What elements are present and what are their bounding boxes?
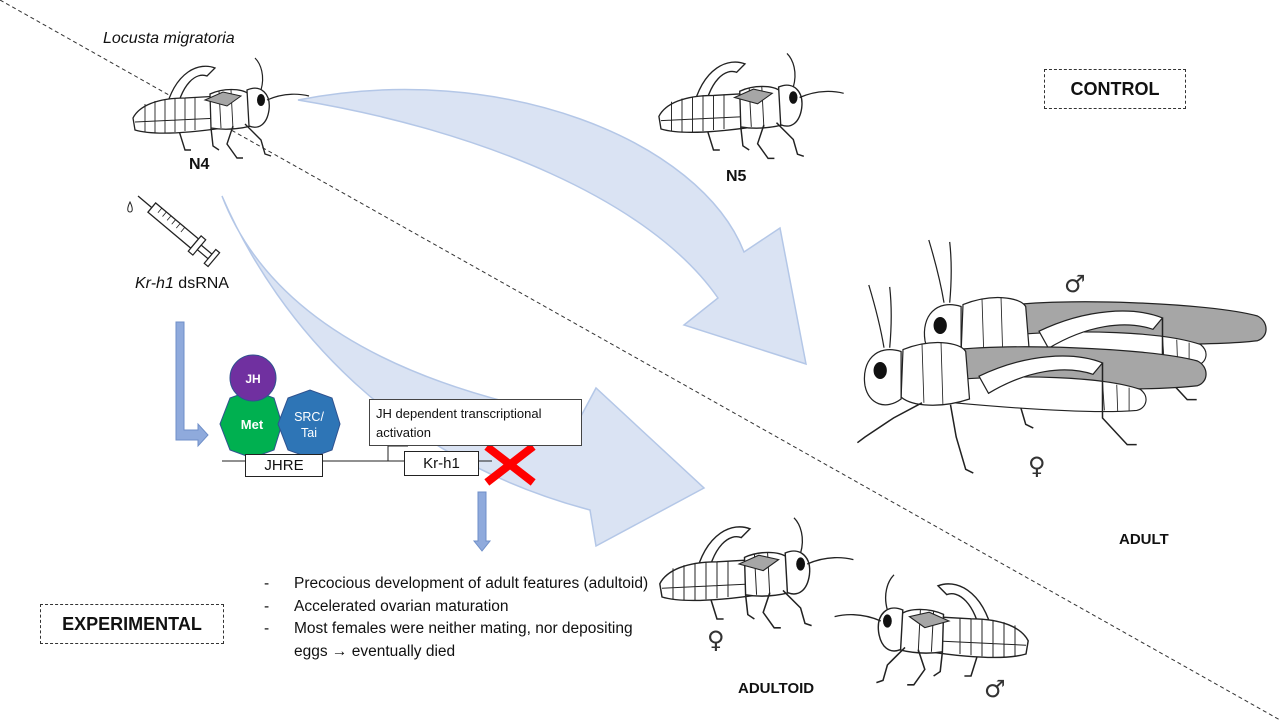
jhre-box: JHRE [245, 454, 323, 477]
genus-text: Locusta [103, 30, 160, 47]
transcription-start-arrow [387, 445, 408, 461]
injection-gene: Kr-h1 [135, 275, 174, 292]
inhibition-x-icon [484, 443, 536, 486]
adultoid-female-illustration [659, 517, 855, 629]
outcome-list: Precocious development of adult features… [262, 573, 662, 663]
syringe-icon [137, 195, 221, 268]
src-label-line2: Tai [301, 426, 317, 440]
met-label: Met [241, 417, 264, 432]
adultoid-male-illustration [833, 574, 1029, 686]
stage-label-adultoid: ADULTOID [738, 680, 815, 697]
process-arrow [175, 321, 209, 448]
female-symbol-adult: ♀ [1028, 452, 1046, 480]
outcome-arrow [472, 491, 492, 552]
outcome-item: Accelerated ovarian maturation [262, 596, 662, 619]
species-name: Locusta migratoria [103, 30, 235, 48]
outcome-item: Precocious development of adult features… [262, 573, 662, 596]
kr-h1-gene-box: Kr-h1 [404, 451, 479, 476]
activation-note-box: JH dependent transcriptional activation [369, 399, 582, 446]
injection-suffix: dsRNA [173, 275, 229, 292]
epithet-text: migratoria [163, 30, 235, 47]
experimental-arrow [221, 195, 706, 548]
male-symbol-adultoid: ♂ [984, 675, 1006, 703]
experimental-group-label: EXPERIMENTAL [40, 604, 224, 644]
n5-nymph-illustration [658, 52, 845, 160]
src-label-line1: SRC/ [294, 410, 324, 424]
female-symbol-adultoid: ♀ [707, 626, 725, 654]
stage-label-adult: ADULT [1119, 531, 1169, 548]
outcome-item: Most females were neither mating, nor de… [262, 618, 662, 663]
control-group-label: CONTROL [1044, 69, 1186, 109]
n4-nymph-illustration [132, 57, 310, 159]
stage-label-n4: N4 [189, 156, 210, 173]
jh-circle [229, 354, 277, 402]
droplet-icon [127, 200, 133, 213]
src-tai-hexagon [277, 389, 341, 459]
injection-label: Kr-h1 dsRNA [135, 275, 229, 293]
control-arrow [297, 88, 807, 366]
stage-label-n5: N5 [726, 168, 747, 185]
male-symbol-adult: ♂ [1064, 270, 1086, 298]
jh-label: JH [245, 372, 260, 386]
